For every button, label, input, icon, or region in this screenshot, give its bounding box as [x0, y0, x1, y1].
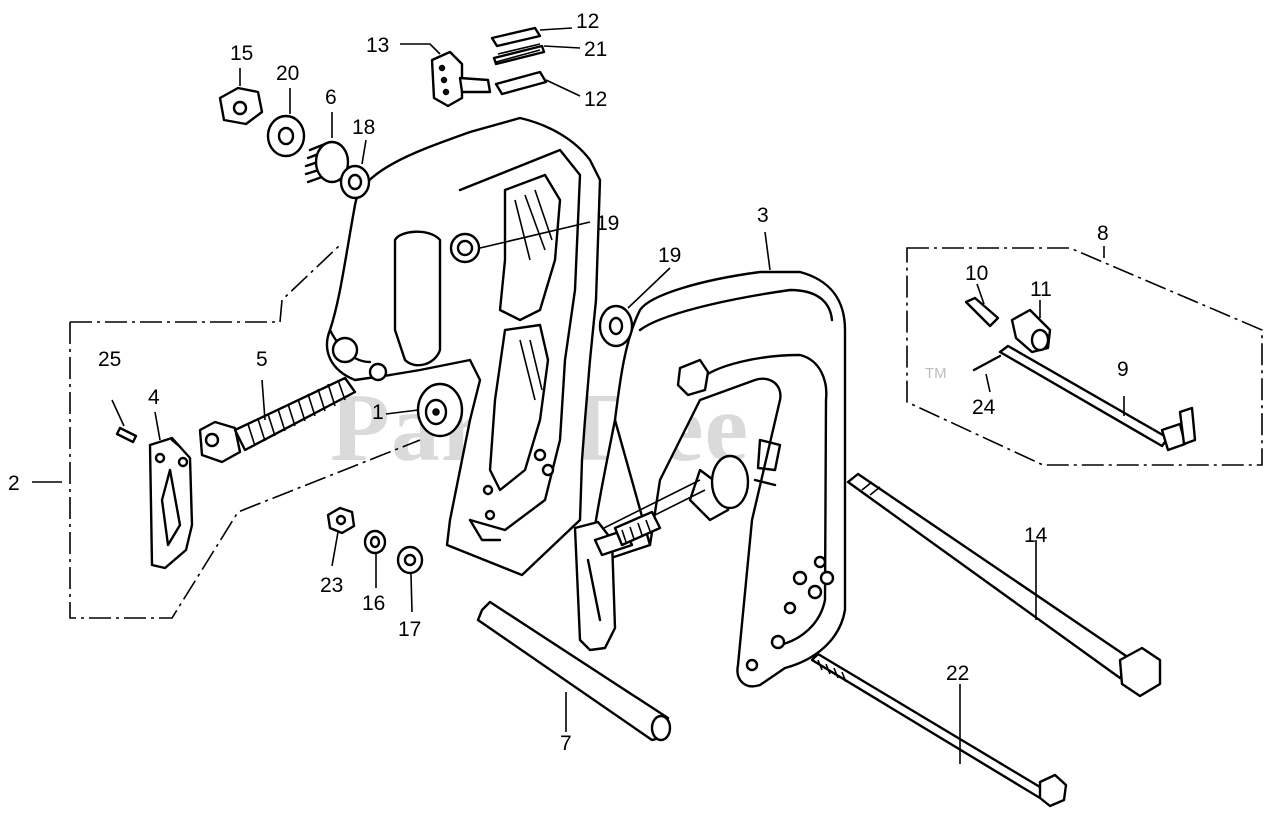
callout-12-upper: 12 [576, 10, 599, 33]
callout-22: 22 [946, 662, 969, 685]
callout-23: 23 [320, 574, 343, 597]
callout-8: 8 [1097, 222, 1109, 245]
callout-4: 4 [148, 386, 160, 409]
part-18-washer [339, 139, 371, 200]
part-7-tube [476, 600, 672, 742]
callout-7: 7 [560, 732, 572, 755]
callout-19-right: 19 [658, 244, 681, 267]
right-clamp-screw-pad [599, 454, 750, 541]
part-22-bolt [810, 652, 1068, 808]
left-stern-bracket [325, 116, 602, 577]
part-14-bolt [846, 472, 1162, 698]
part-10-pin [964, 283, 1000, 328]
part-6-spring [304, 112, 350, 184]
callout-5: 5 [256, 348, 268, 371]
part-24-spring-pin [972, 354, 1002, 393]
callout-19-left: 19 [596, 212, 619, 235]
leader-lines [32, 231, 1105, 613]
callout-3: 3 [757, 204, 769, 227]
part-11-knob [1010, 300, 1052, 354]
watermark-trademark: TM [925, 365, 947, 382]
group-outline-2 [69, 244, 421, 619]
callout-13: 13 [366, 34, 389, 57]
part-19-washer-left [479, 221, 591, 249]
callout-6: 6 [325, 86, 337, 109]
callout-11: 11 [1030, 278, 1052, 301]
callout-10: 10 [965, 262, 988, 285]
callout-24: 24 [972, 396, 996, 419]
callout-18: 18 [352, 116, 375, 139]
part-9-rod [998, 344, 1197, 452]
part-4-clamp-lever [148, 436, 194, 570]
callout-2: 2 [8, 472, 20, 495]
part-5-clamp-screw [198, 376, 357, 464]
part-25-pin [111, 399, 138, 444]
callout-20: 20 [276, 62, 299, 85]
callout-25: 25 [98, 348, 121, 371]
callout-1: 1 [372, 401, 384, 424]
callout-12-lower: 12 [584, 88, 607, 111]
part-15-nut [218, 68, 264, 126]
part-20-washer [266, 88, 306, 158]
part-1-clamp-screw-pad [416, 382, 464, 438]
part-13-clip [400, 43, 492, 108]
part-17-washer [396, 545, 424, 575]
part-19-washer-right [598, 267, 671, 348]
callout-9: 9 [1117, 358, 1129, 381]
callout-14: 14 [1024, 524, 1048, 547]
right-stern-bracket [588, 270, 847, 688]
callout-21: 21 [584, 38, 607, 61]
right-clamp-handle [573, 510, 662, 652]
part-23-nut [326, 506, 356, 535]
part-21-pin [492, 43, 581, 66]
part-12-pin-upper [490, 26, 573, 48]
part-16-washer [363, 529, 387, 555]
callout-labels: 1 2 3 4 5 6 7 8 9 10 11 12 12 13 14 15 1… [8, 10, 1129, 755]
callout-16: 16 [362, 592, 385, 615]
group-outline-8 [906, 247, 1263, 466]
part-12-pin-lower [494, 70, 581, 97]
callout-17: 17 [398, 618, 421, 641]
callout-15: 15 [230, 42, 253, 65]
